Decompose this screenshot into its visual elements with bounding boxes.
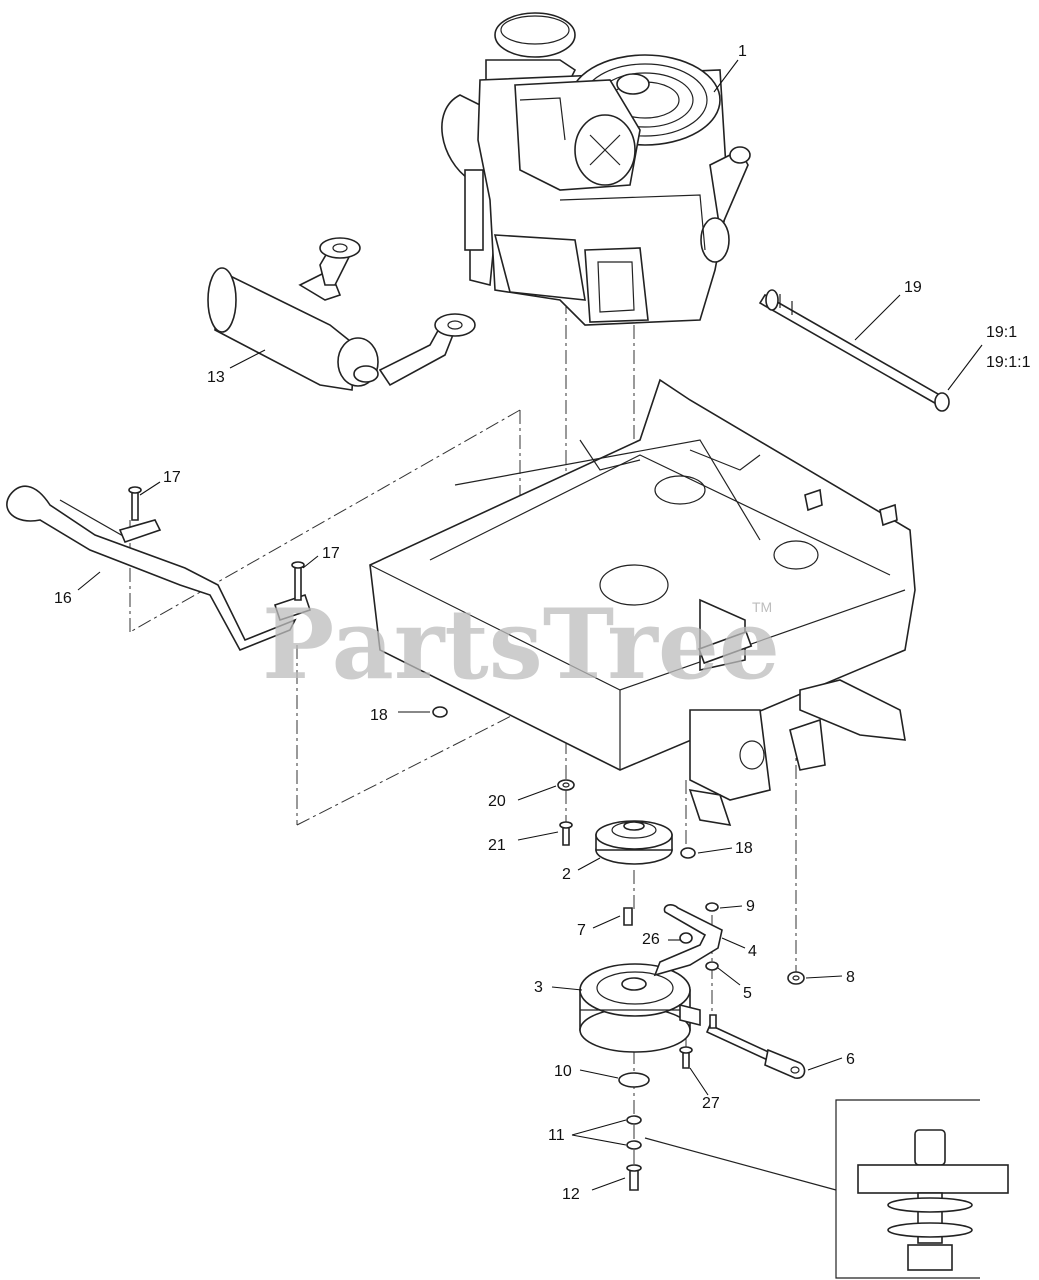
- bracket: [653, 903, 723, 977]
- callout-8: 8: [846, 969, 855, 986]
- muffler: [207, 237, 476, 391]
- callout-20: 20: [488, 793, 506, 810]
- watermark-tm: TM: [752, 599, 772, 615]
- callout-5: 5: [743, 985, 752, 1002]
- callout-18b: 18: [735, 840, 753, 857]
- callout-6: 6: [846, 1051, 855, 1068]
- hardware: [432, 706, 805, 1191]
- dipstick-tube: [758, 289, 950, 412]
- callout-12: 12: [562, 1186, 580, 1203]
- callout-9: 9: [746, 898, 755, 915]
- detail-inset: [644, 1099, 1009, 1279]
- pulley: [595, 820, 673, 865]
- callout-3: 3: [534, 979, 543, 996]
- callout-18a: 18: [370, 707, 388, 724]
- callout-21: 21: [488, 837, 506, 854]
- callout-26: 26: [642, 931, 660, 948]
- link-rod: [705, 1014, 806, 1079]
- engine: [441, 12, 751, 326]
- callout-7: 7: [577, 922, 586, 939]
- callout-17b: 17: [322, 545, 340, 562]
- callout-4: 4: [748, 943, 757, 960]
- callout-27: 27: [702, 1095, 720, 1112]
- callout-10: 10: [554, 1063, 572, 1080]
- leader-lines: [77, 59, 983, 1191]
- callout-16: 16: [54, 590, 72, 607]
- clutch: [579, 963, 701, 1053]
- callout-13: 13: [207, 369, 225, 386]
- callout-17a: 17: [163, 469, 181, 486]
- frame: [369, 378, 916, 827]
- callout-19-1-1: 19:1:1: [986, 354, 1031, 371]
- callout-1: 1: [738, 43, 747, 60]
- handle-bar: [6, 485, 312, 652]
- callout-19: 19: [904, 279, 922, 296]
- callout-labels: 1 19 19:1 19:1:1 13 17 17 16 18 20 21 18…: [54, 43, 1031, 1203]
- watermark: PartsTree TM: [262, 588, 780, 701]
- callout-11: 11: [548, 1127, 565, 1144]
- watermark-text: PartsTree: [262, 588, 780, 701]
- callout-2: 2: [562, 866, 571, 883]
- callout-19-1: 19:1: [986, 324, 1017, 341]
